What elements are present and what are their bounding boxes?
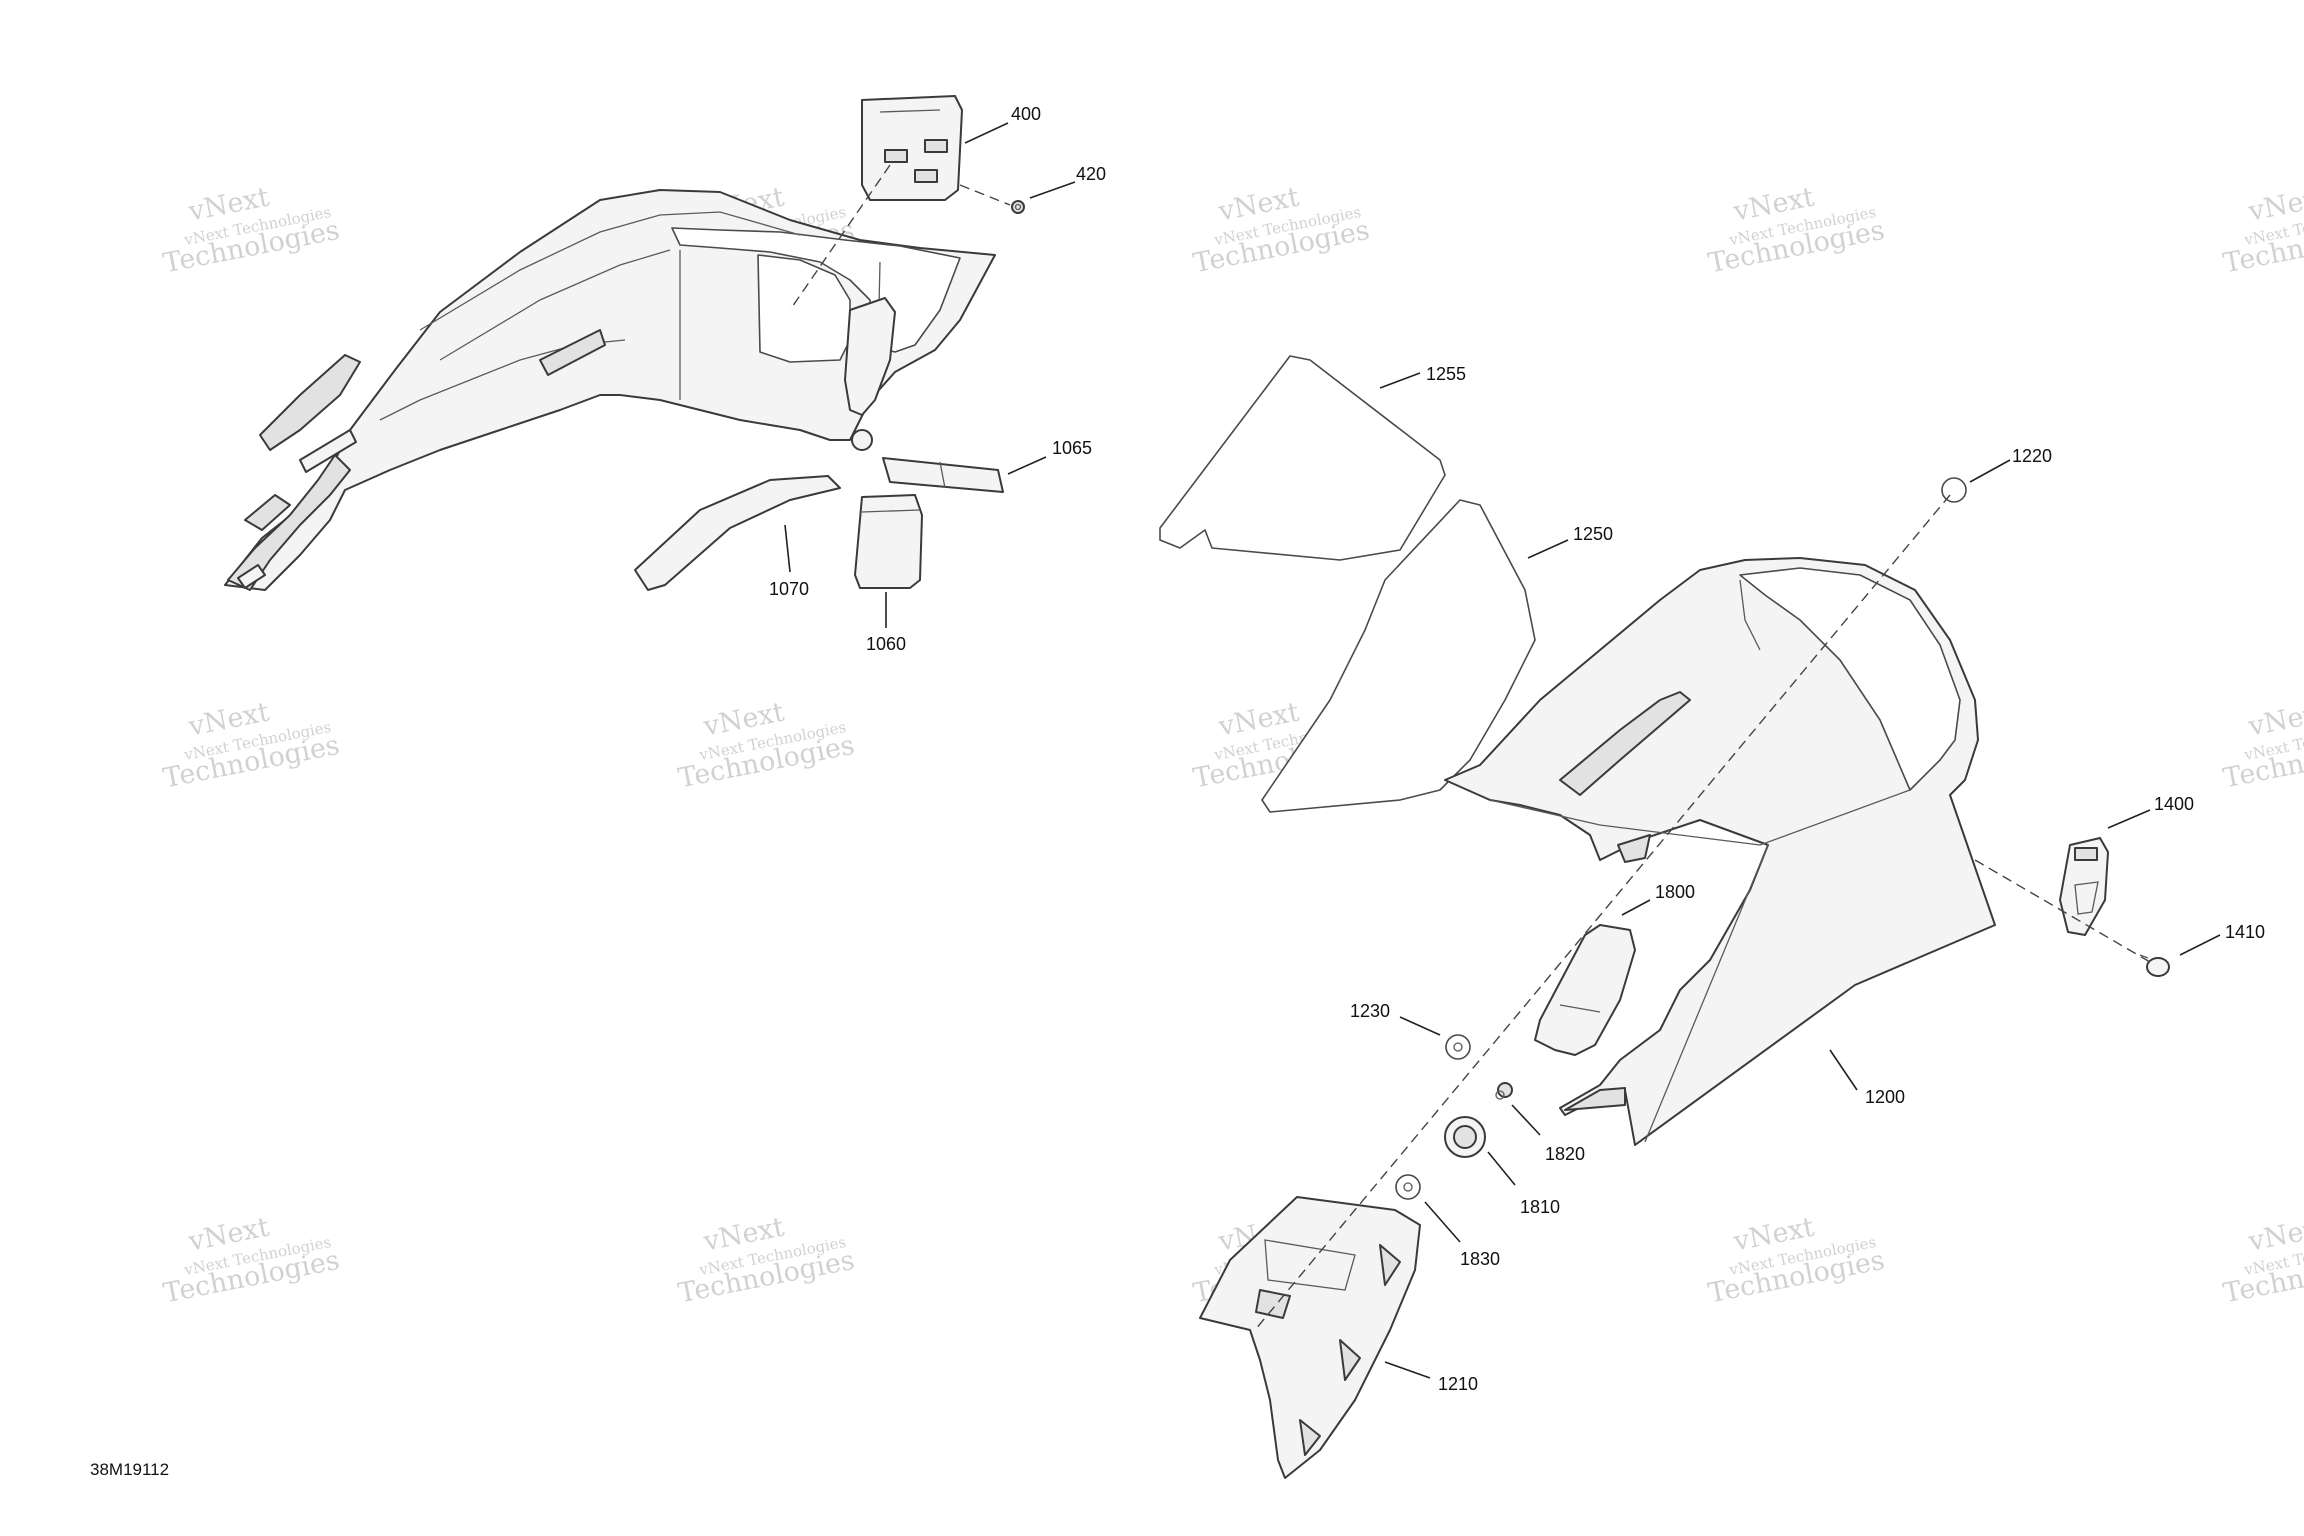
callout-1410: 1410 <box>2225 922 2265 942</box>
callout-labels: 400 420 1065 1070 1060 1255 1250 1220 14… <box>769 104 2265 1394</box>
part-1060-block <box>854 494 923 589</box>
part-1250-panel <box>1261 499 1536 813</box>
part-1810-grommet <box>1444 1116 1486 1158</box>
callout-1800: 1800 <box>1655 882 1695 902</box>
callout-1810: 1810 <box>1520 1197 1560 1217</box>
callout-1250: 1250 <box>1573 524 1613 544</box>
callout-1070: 1070 <box>769 579 809 599</box>
part-1830-washer <box>1395 1174 1421 1200</box>
drawing-reference: 38M19112 <box>90 1460 169 1479</box>
callout-1210: 1210 <box>1438 1374 1478 1394</box>
callout-1255: 1255 <box>1426 364 1466 384</box>
upper-body-shell <box>224 189 996 591</box>
part-1065-pad <box>882 457 1004 493</box>
part-1255-panel <box>1159 355 1446 561</box>
callout-1820: 1820 <box>1545 1144 1585 1164</box>
part-1210-side-panel <box>1199 1196 1421 1479</box>
callout-1200: 1200 <box>1865 1087 1905 1107</box>
callout-1220: 1220 <box>2012 446 2052 466</box>
part-1220-washer <box>1941 477 1967 503</box>
callout-1230: 1230 <box>1350 1001 1390 1021</box>
callout-1830: 1830 <box>1460 1249 1500 1269</box>
callout-400: 400 <box>1011 104 1041 124</box>
callout-420: 420 <box>1076 164 1106 184</box>
part-420-screw <box>1011 200 1025 214</box>
part-400-bracket <box>861 95 963 201</box>
leader-lines <box>784 122 2221 1379</box>
part-1230-washer <box>1445 1034 1471 1060</box>
callout-1060: 1060 <box>866 634 906 654</box>
part-1070-strip <box>634 475 841 591</box>
callout-1400: 1400 <box>2154 794 2194 814</box>
part-1800-pad <box>1534 924 1636 1056</box>
part-1400-strap <box>2059 837 2109 936</box>
part-1200-main-panel <box>1444 557 1996 1146</box>
part-1820-screw <box>1495 1082 1513 1100</box>
callout-1065: 1065 <box>1052 438 1092 458</box>
part-1410-rivet <box>2139 954 2170 977</box>
